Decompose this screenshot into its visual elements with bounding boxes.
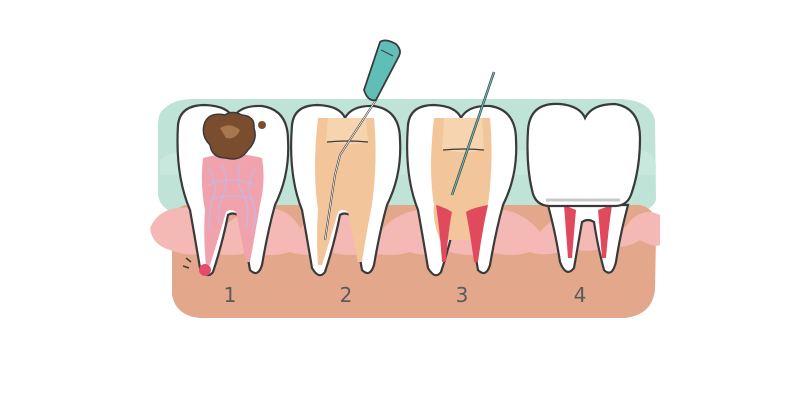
decay-speck — [258, 121, 266, 129]
tooth-4-root-fill-left — [564, 205, 576, 258]
step-number-3: 3 — [456, 283, 469, 307]
infection-marks — [182, 257, 192, 269]
tooth-3-canal-lines — [442, 148, 485, 151]
tooth-2-canal-upper — [326, 118, 368, 144]
tooth-3-root-left — [436, 205, 452, 262]
irrigation-needle-icon — [450, 71, 496, 196]
tooth-4-root-fill-right — [598, 205, 612, 258]
step-number-1: 1 — [224, 283, 237, 307]
decay-spot-highlight — [220, 125, 240, 139]
gum-pink-wave — [150, 207, 660, 255]
infection-dot — [199, 264, 211, 276]
crown-icon — [526, 102, 642, 208]
tooth-2 — [290, 39, 402, 277]
tooth-2-canal-lines — [326, 140, 369, 143]
endodontic-file-icon — [363, 39, 401, 102]
tooth-2-canal — [315, 118, 376, 265]
step-number-2: 2 — [340, 283, 353, 307]
step-number-4: 4 — [574, 283, 587, 307]
file-instrument-shaft-inner — [324, 99, 377, 241]
file-instrument — [324, 39, 401, 241]
tooth-3-canal-upper — [442, 118, 484, 152]
tooth-3-root-right — [466, 205, 488, 262]
tooth-4 — [526, 102, 642, 274]
tooth-1 — [176, 103, 290, 277]
tooth-1-nerves — [207, 164, 256, 233]
tooth-3 — [406, 71, 518, 277]
